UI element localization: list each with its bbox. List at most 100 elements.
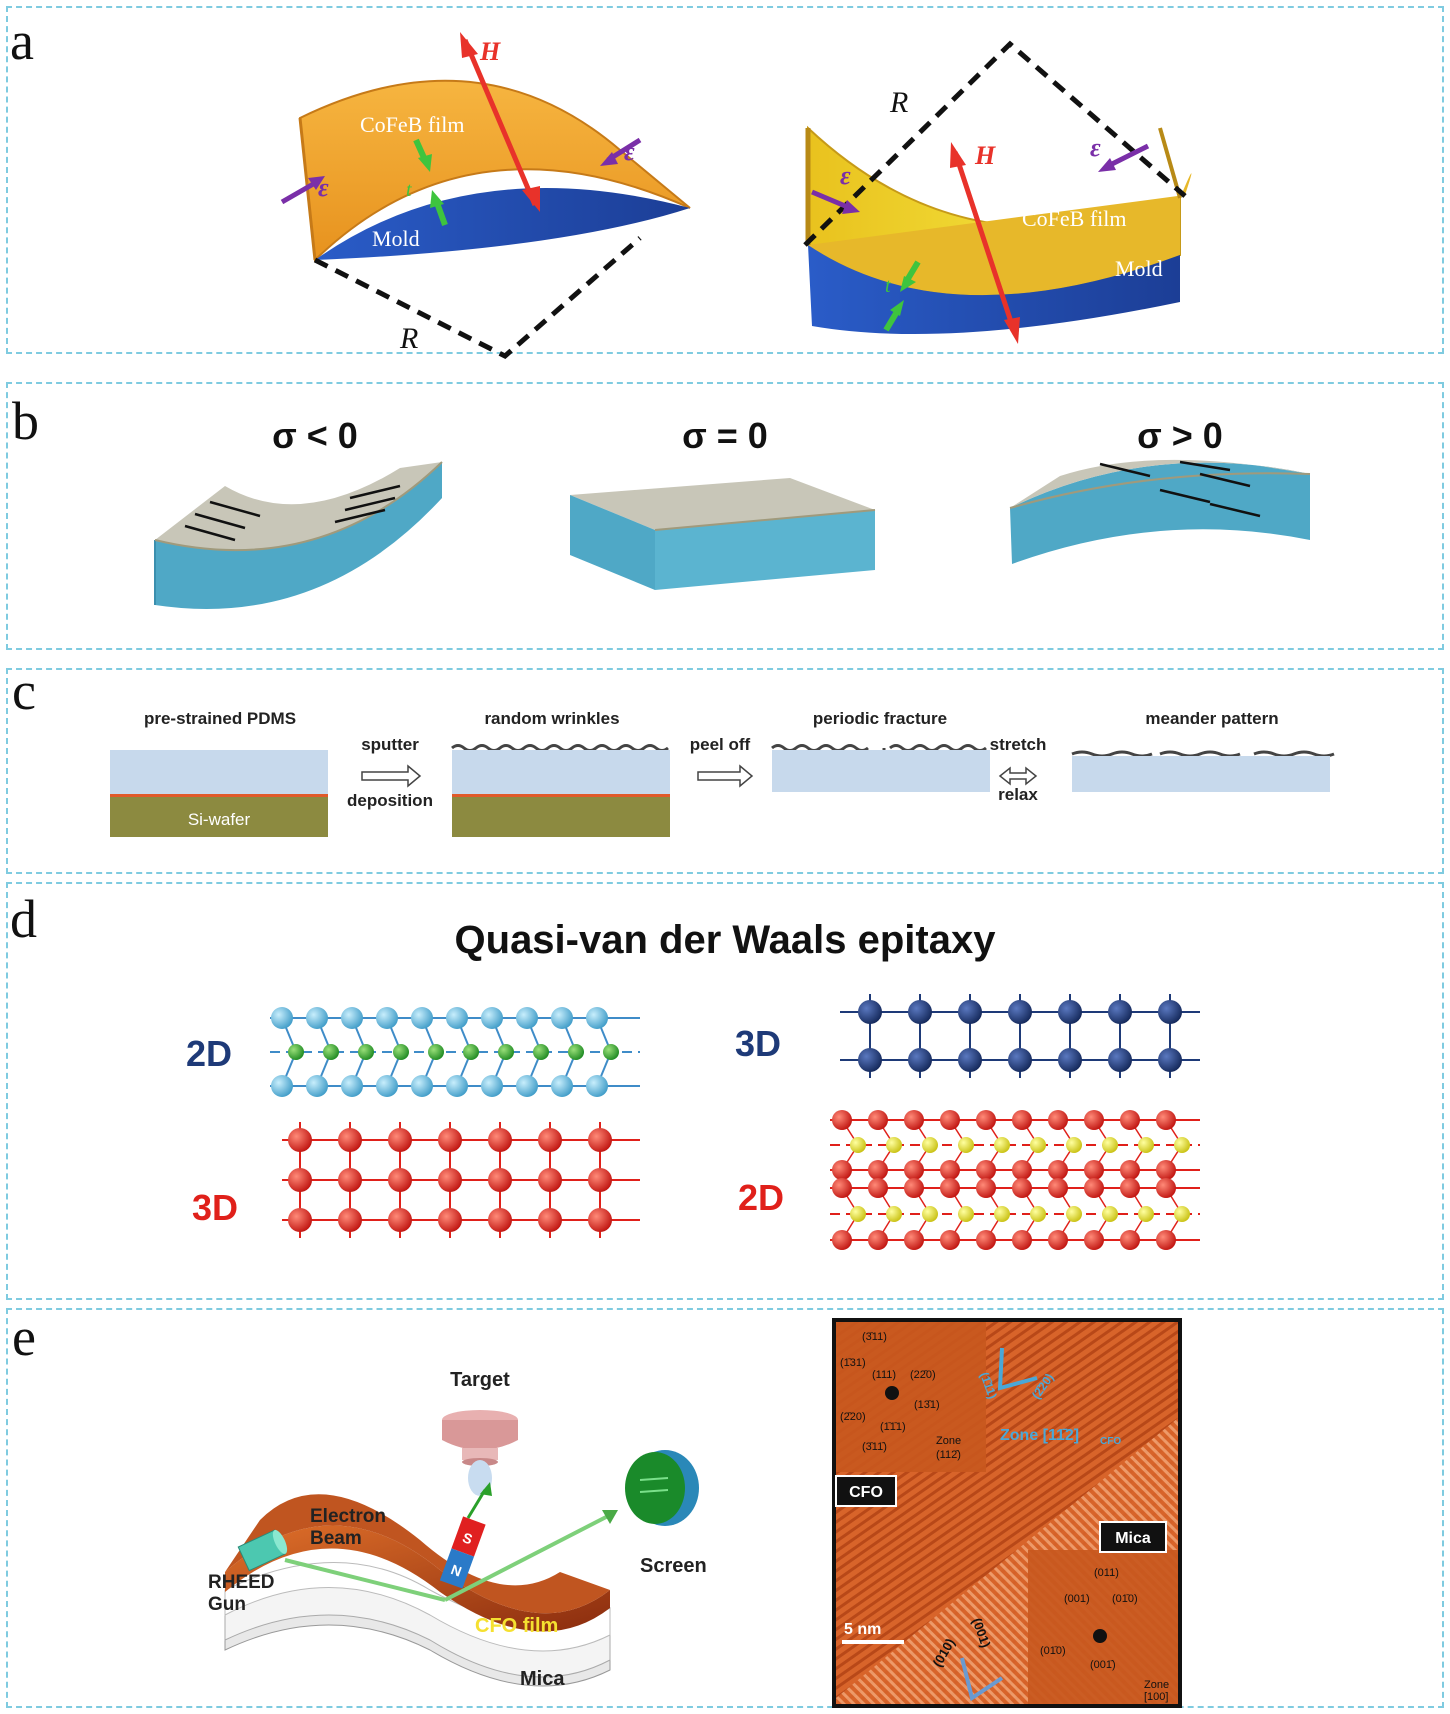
atom-cyan [341, 1075, 363, 1097]
atom-cyan [271, 1007, 293, 1029]
atom-red [1048, 1160, 1068, 1180]
atom-yellow [994, 1206, 1010, 1222]
label-2d-left: 2D [186, 1033, 232, 1074]
zone-subscript: CFO [1100, 1436, 1121, 1447]
panel-c [6, 668, 1444, 874]
zone-label: Zone [11̄2] [1000, 1427, 1079, 1444]
atom-red [904, 1160, 924, 1180]
atom-red [832, 1178, 852, 1198]
target-label: Target [450, 1369, 510, 1391]
flat-slab [570, 478, 876, 590]
atom-red [1012, 1178, 1032, 1198]
atom-red [438, 1168, 462, 1192]
atom-cyan [481, 1075, 503, 1097]
panel-label-a: a [10, 11, 34, 71]
atom-cyan [376, 1075, 398, 1097]
convex-slab [1009, 459, 1311, 564]
atom-red [940, 1230, 960, 1250]
atom-red [488, 1128, 512, 1152]
atom-green [288, 1044, 304, 1060]
hrtem-image: (3̄11)(1̄31)(111)(22̄0)(13̄1)(2̄20)(1̄1̄… [832, 1318, 1182, 1708]
atom-yellow [994, 1137, 1010, 1153]
fft-top-label: (22̄0) [910, 1369, 936, 1381]
atom-yellow [850, 1137, 866, 1153]
fft-bottom-label: (001̄) [1090, 1659, 1116, 1671]
step-label-2: peel off [690, 735, 751, 754]
atom-yellow [886, 1137, 902, 1153]
atom-cyan [446, 1075, 468, 1097]
atom-green [603, 1044, 619, 1060]
atom-red [904, 1178, 924, 1198]
cfo-box [835, 1475, 897, 1507]
panel-a-diagram: H R CoFeB film Mold ε ε t R H CoFeB film… [280, 32, 1192, 359]
step-label-1b: deposition [347, 791, 433, 810]
atom-navy [908, 1048, 932, 1072]
atom-red [338, 1208, 362, 1232]
atom-red [868, 1178, 888, 1198]
field-arrow-right [952, 151, 1018, 335]
step-label-3a: stretch [990, 735, 1047, 754]
atom-navy [1158, 1000, 1182, 1024]
atom-cyan [376, 1007, 398, 1029]
atom-red [1156, 1160, 1176, 1180]
fft-bottom-label: (01̄0) [1040, 1645, 1066, 1657]
atom-red [388, 1208, 412, 1232]
atom-red [388, 1168, 412, 1192]
fft-inset-bottom [1028, 1550, 1178, 1704]
atom-red [288, 1208, 312, 1232]
atom-cyan [551, 1007, 573, 1029]
atom-green [463, 1044, 479, 1060]
atom-red [588, 1128, 612, 1152]
atom-red [1120, 1230, 1140, 1250]
atom-yellow [958, 1206, 974, 1222]
radius-line-right [803, 40, 1187, 247]
film-label-right: CoFeB film [1022, 206, 1127, 231]
atom-green [323, 1044, 339, 1060]
atom-cyan [551, 1075, 573, 1097]
atom-red [588, 1168, 612, 1192]
atom-red [538, 1128, 562, 1152]
atom-red [438, 1208, 462, 1232]
fft-top-label: (1̄31) [840, 1357, 866, 1369]
field-arrow-left [462, 39, 538, 206]
atom-red [832, 1230, 852, 1250]
atom-red [940, 1110, 960, 1130]
fft-top-label: (13̄1) [914, 1399, 940, 1411]
panel-b-diagram: σ < 0 σ = 0 σ > 0 [154, 415, 1311, 609]
stage-label-3: periodic fracture [813, 709, 947, 728]
step-label-1a: sputter [361, 735, 419, 754]
atom-yellow [886, 1206, 902, 1222]
atom-navy [958, 1048, 982, 1072]
atom-yellow [1174, 1137, 1190, 1153]
cfo-box-label: CFO [849, 1484, 883, 1501]
epitaxy-title: Quasi-van der Waals epitaxy [454, 918, 996, 962]
atom-red [940, 1178, 960, 1198]
atom-green [533, 1044, 549, 1060]
panel-e-diagram: Target CFO film Mica RHEED Gun Electron … [208, 1369, 707, 1690]
fft-top-label: (3̄11̄) [862, 1441, 887, 1453]
atom-red [1156, 1178, 1176, 1198]
atom-red [1012, 1230, 1032, 1250]
t-label-left: t [406, 179, 412, 201]
atom-red [1084, 1110, 1104, 1130]
beam-label-1: Electron [310, 1506, 386, 1527]
eps-label-left-1: ε [318, 173, 329, 202]
mica-box-label: Mica [1115, 1530, 1151, 1547]
atom-red [488, 1168, 512, 1192]
atom-green [568, 1044, 584, 1060]
atom-green [498, 1044, 514, 1060]
fft-top-label: (112̄) [936, 1449, 961, 1461]
gun-label-2: Gun [208, 1594, 246, 1615]
panel-a [6, 6, 1444, 354]
film-label-left: CoFeB film [360, 112, 465, 137]
panel-d-diagram: 2D 3D 3D 2D [186, 994, 1200, 1250]
eps-label-right-1: ε [840, 161, 851, 190]
fft-top-label: (111) [872, 1369, 896, 1381]
atom-red [976, 1160, 996, 1180]
atom-cyan [306, 1007, 328, 1029]
cfo-film-label: CFO film [475, 1615, 558, 1637]
mold-label-right: Mold [1115, 256, 1163, 281]
concave-film [805, 125, 1192, 334]
atom-red [438, 1128, 462, 1152]
stage-label-1: pre-strained PDMS [144, 709, 296, 728]
